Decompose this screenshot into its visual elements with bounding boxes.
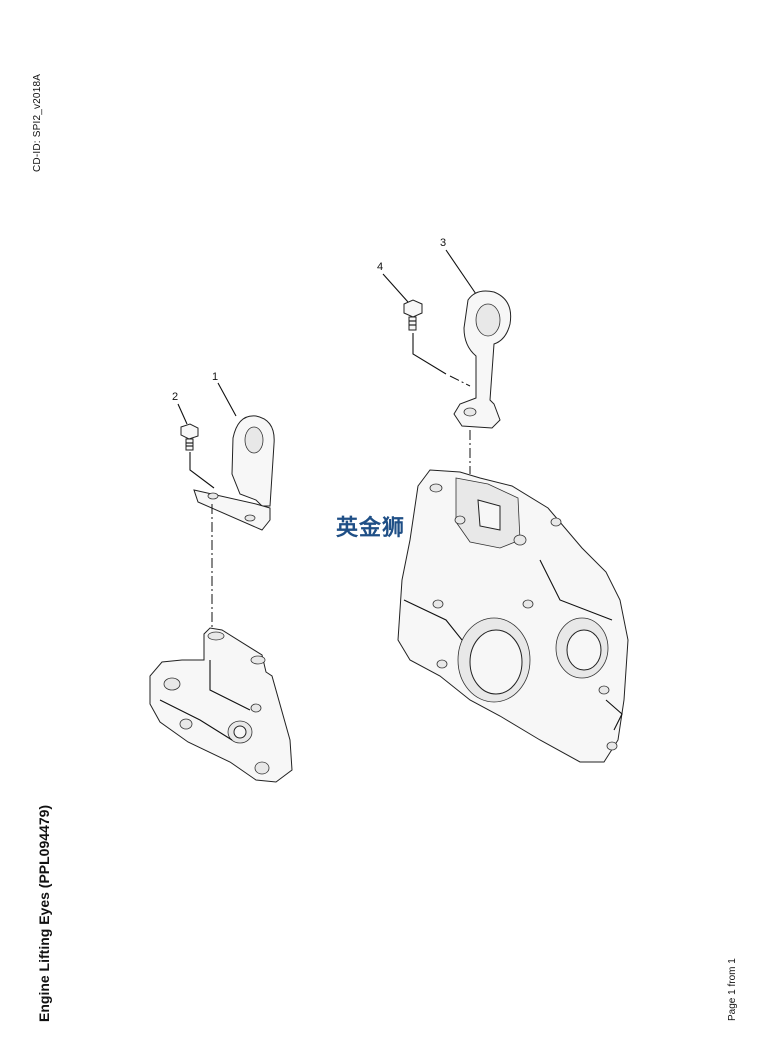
front-cover-part [397, 469, 629, 763]
callout-2: 2 [172, 391, 178, 403]
watermark-logo: 英金狮 [336, 516, 406, 541]
callout-3: 3 [440, 237, 446, 249]
bolt-part-2 [180, 423, 199, 451]
lifting-eye-part-1 [193, 415, 275, 531]
bolt-part-4 [403, 299, 423, 331]
callout-1: 1 [212, 371, 218, 383]
callout-4: 4 [377, 261, 383, 273]
lifting-eye-part-3 [453, 290, 512, 429]
left-housing-part [149, 627, 293, 783]
